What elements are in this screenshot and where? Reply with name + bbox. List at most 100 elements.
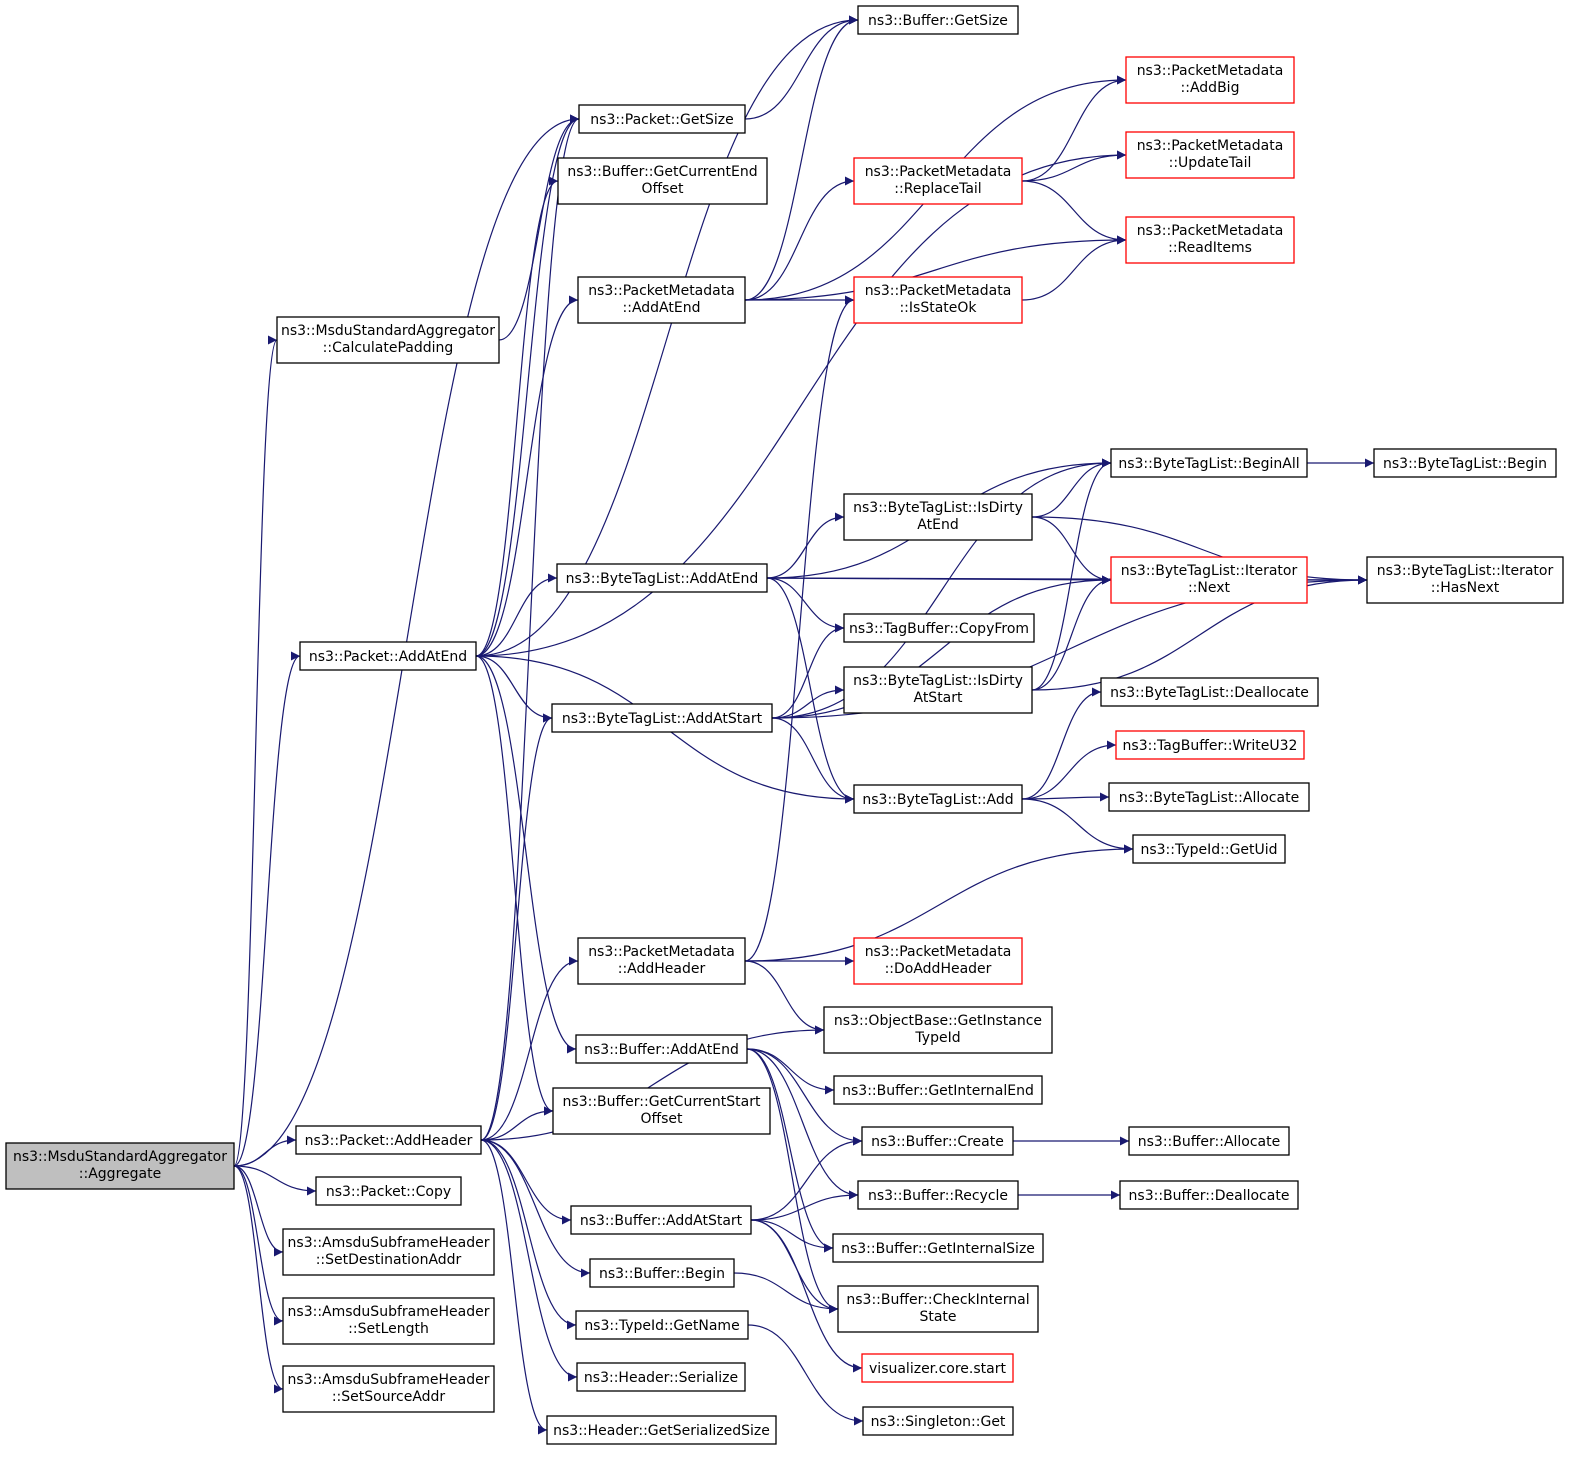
node-label: Offset — [640, 1111, 683, 1127]
edge-pktAddHeader-to-pmAddHeader — [480, 956, 579, 1141]
edge-bufAddAtStart-to-vizStart — [750, 1219, 863, 1373]
edge-bufAddAtStart-to-bufRecycle — [750, 1190, 859, 1221]
node-bufCreate[interactable]: ns3::Buffer::Create — [861, 1126, 1014, 1156]
node-label: ::AddAtEnd — [623, 300, 701, 316]
edge-btlAddAtEnd-to-btlAdd — [766, 577, 855, 804]
node-label: ::AddHeader — [618, 961, 706, 977]
node-pmDoAddHeader[interactable]: ns3::PacketMetadata::DoAddHeader — [853, 937, 1023, 985]
node-btlAddAtEnd[interactable]: ns3::ByteTagList::AddAtEnd — [556, 563, 768, 593]
node-pmReadItems[interactable]: ns3::PacketMetadata::ReadItems — [1125, 216, 1295, 264]
edge-pmReplaceTail-to-pmReadItems — [1021, 180, 1127, 245]
node-box — [282, 1365, 495, 1413]
node-box — [862, 1406, 1014, 1436]
node-box — [551, 703, 773, 733]
node-pktGetSize[interactable]: ns3::Packet::GetSize — [578, 104, 746, 134]
node-root[interactable]: ns3::MsduStandardAggregator::Aggregate — [5, 1142, 235, 1190]
edge-pktAddAtEnd-to-btlAddAtEnd — [475, 573, 558, 657]
node-box — [843, 613, 1035, 643]
edge-btlDirtyEnd-to-btlIterNext — [1031, 516, 1112, 585]
node-hdrSerSize[interactable]: ns3::Header::GetSerializedSize — [546, 1415, 777, 1445]
node-box — [1110, 448, 1308, 478]
node-label: ns3::MsduStandardAggregator — [281, 323, 495, 339]
node-pmIsStateOk[interactable]: ns3::PacketMetadata::IsStateOk — [853, 276, 1023, 324]
node-bufAddAtStart[interactable]: ns3::Buffer::AddAtStart — [570, 1205, 752, 1235]
node-tbCopyFrom[interactable]: ns3::TagBuffer::CopyFrom — [843, 613, 1035, 643]
node-box — [843, 493, 1033, 541]
node-label: ns3::TagBuffer::WriteU32 — [1123, 738, 1298, 754]
node-setSource[interactable]: ns3::AmsduSubframeHeader::SetSourceAddr — [282, 1365, 495, 1413]
node-label: ns3::PacketMetadata — [1137, 138, 1284, 154]
node-btlIterNext[interactable]: ns3::ByteTagList::Iterator::Next — [1110, 556, 1308, 604]
node-box — [282, 1228, 495, 1276]
node-pktAddAtEnd[interactable]: ns3::Packet::AddAtEnd — [299, 641, 477, 671]
node-box — [546, 1415, 777, 1445]
node-label: ns3::AmsduSubframeHeader — [288, 1372, 490, 1388]
node-pmUpdateTail[interactable]: ns3::PacketMetadata::UpdateTail — [1125, 131, 1295, 179]
node-pmAddAtEnd[interactable]: ns3::PacketMetadata::AddAtEnd — [577, 276, 746, 324]
edge-pmIsStateOk-to-pmReadItems — [1021, 235, 1127, 301]
node-box — [589, 1258, 735, 1288]
node-setDest[interactable]: ns3::AmsduSubframeHeader::SetDestination… — [282, 1228, 495, 1276]
edge-root-to-setLength — [233, 1165, 284, 1326]
edge-root-to-calcPadding — [233, 335, 278, 1167]
node-btlAddAtStart[interactable]: ns3::ByteTagList::AddAtStart — [551, 703, 773, 733]
node-box — [1125, 56, 1295, 104]
node-btlAlloc[interactable]: ns3::ByteTagList::Allocate — [1108, 782, 1310, 812]
edge-pmAddHeader-to-tidGetUid — [744, 844, 1134, 962]
edge-pktAddAtEnd-to-bufGetSize — [475, 15, 859, 657]
node-bufDealloc[interactable]: ns3::Buffer::Deallocate — [1119, 1180, 1299, 1210]
edge-btlAddAtStart-to-tbCopyFrom — [771, 623, 845, 719]
node-btlBeginAll[interactable]: ns3::ByteTagList::BeginAll — [1110, 448, 1308, 478]
node-box — [861, 1353, 1014, 1383]
node-label: ::UpdateTail — [1169, 155, 1252, 171]
node-vizStart[interactable]: visualizer.core.start — [861, 1353, 1014, 1383]
edge-bufAddAtStart-to-bufCreate — [750, 1136, 863, 1221]
node-pmReplaceTail[interactable]: ns3::PacketMetadata::ReplaceTail — [853, 157, 1023, 205]
node-singletonGet[interactable]: ns3::Singleton::Get — [862, 1406, 1014, 1436]
node-box — [853, 937, 1023, 985]
node-pmAddBig[interactable]: ns3::PacketMetadata::AddBig — [1125, 56, 1295, 104]
node-btlBegin[interactable]: ns3::ByteTagList::Begin — [1373, 448, 1557, 478]
edge-btlAddAtEnd-to-btlDirtyEnd — [766, 512, 845, 579]
node-tbWriteU32[interactable]: ns3::TagBuffer::WriteU32 — [1115, 730, 1305, 760]
edge-btlDirtyEnd-to-btlIterHasNext — [1031, 516, 1368, 585]
edge-pktAddHeader-to-hdrSerSize — [480, 1139, 548, 1435]
node-label: ::Next — [1188, 580, 1231, 596]
node-hdrSerialize[interactable]: ns3::Header::Serialize — [576, 1362, 746, 1392]
node-bufIntSize[interactable]: ns3::Buffer::GetInternalSize — [832, 1233, 1044, 1263]
node-tidGetUid[interactable]: ns3::TypeId::GetUid — [1132, 834, 1286, 864]
node-label: ns3::Buffer::AddAtEnd — [584, 1042, 739, 1058]
node-label: ns3::Buffer::GetCurrentStart — [563, 1094, 761, 1110]
edge-pktAddAtEnd-to-btlAddAtStart — [475, 655, 553, 723]
edge-btlAddAtStart-to-btlIterNext — [771, 575, 1112, 719]
node-tidGetName[interactable]: ns3::TypeId::GetName — [575, 1310, 749, 1340]
node-bufBegin[interactable]: ns3::Buffer::Begin — [589, 1258, 735, 1288]
node-btlDealloc[interactable]: ns3::ByteTagList::Deallocate — [1100, 677, 1319, 707]
node-label: ns3::Buffer::Create — [871, 1134, 1004, 1150]
node-label: ns3::PacketMetadata — [1137, 63, 1284, 79]
node-pktAddHeader[interactable]: ns3::Packet::AddHeader — [295, 1125, 482, 1155]
node-calcPadding[interactable]: ns3::MsduStandardAggregator::CalculatePa… — [276, 316, 500, 364]
node-bufIntEnd[interactable]: ns3::Buffer::GetInternalEnd — [833, 1075, 1043, 1105]
node-pktCopy[interactable]: ns3::Packet::Copy — [315, 1176, 462, 1206]
node-label: ns3::Buffer::Allocate — [1138, 1134, 1281, 1150]
node-box — [315, 1176, 462, 1206]
node-label: ns3::TypeId::GetName — [584, 1318, 739, 1334]
node-btlAdd[interactable]: ns3::ByteTagList::Add — [853, 784, 1023, 814]
node-bufAllocate[interactable]: ns3::Buffer::Allocate — [1128, 1126, 1290, 1156]
node-label: ::CalculatePadding — [323, 340, 454, 356]
node-bufAddAtEnd[interactable]: ns3::Buffer::AddAtEnd — [575, 1034, 748, 1064]
node-setLength[interactable]: ns3::AmsduSubframeHeader::SetLength — [282, 1297, 495, 1345]
node-btlIterHasNext[interactable]: ns3::ByteTagList::Iterator::HasNext — [1366, 556, 1564, 604]
edge-btlAddAtStart-to-btlBeginAll — [771, 458, 1112, 719]
node-pmAddHeader[interactable]: ns3::PacketMetadata::AddHeader — [577, 937, 746, 985]
node-bufRecycle[interactable]: ns3::Buffer::Recycle — [857, 1180, 1019, 1210]
node-bufGetSize[interactable]: ns3::Buffer::GetSize — [857, 5, 1019, 35]
